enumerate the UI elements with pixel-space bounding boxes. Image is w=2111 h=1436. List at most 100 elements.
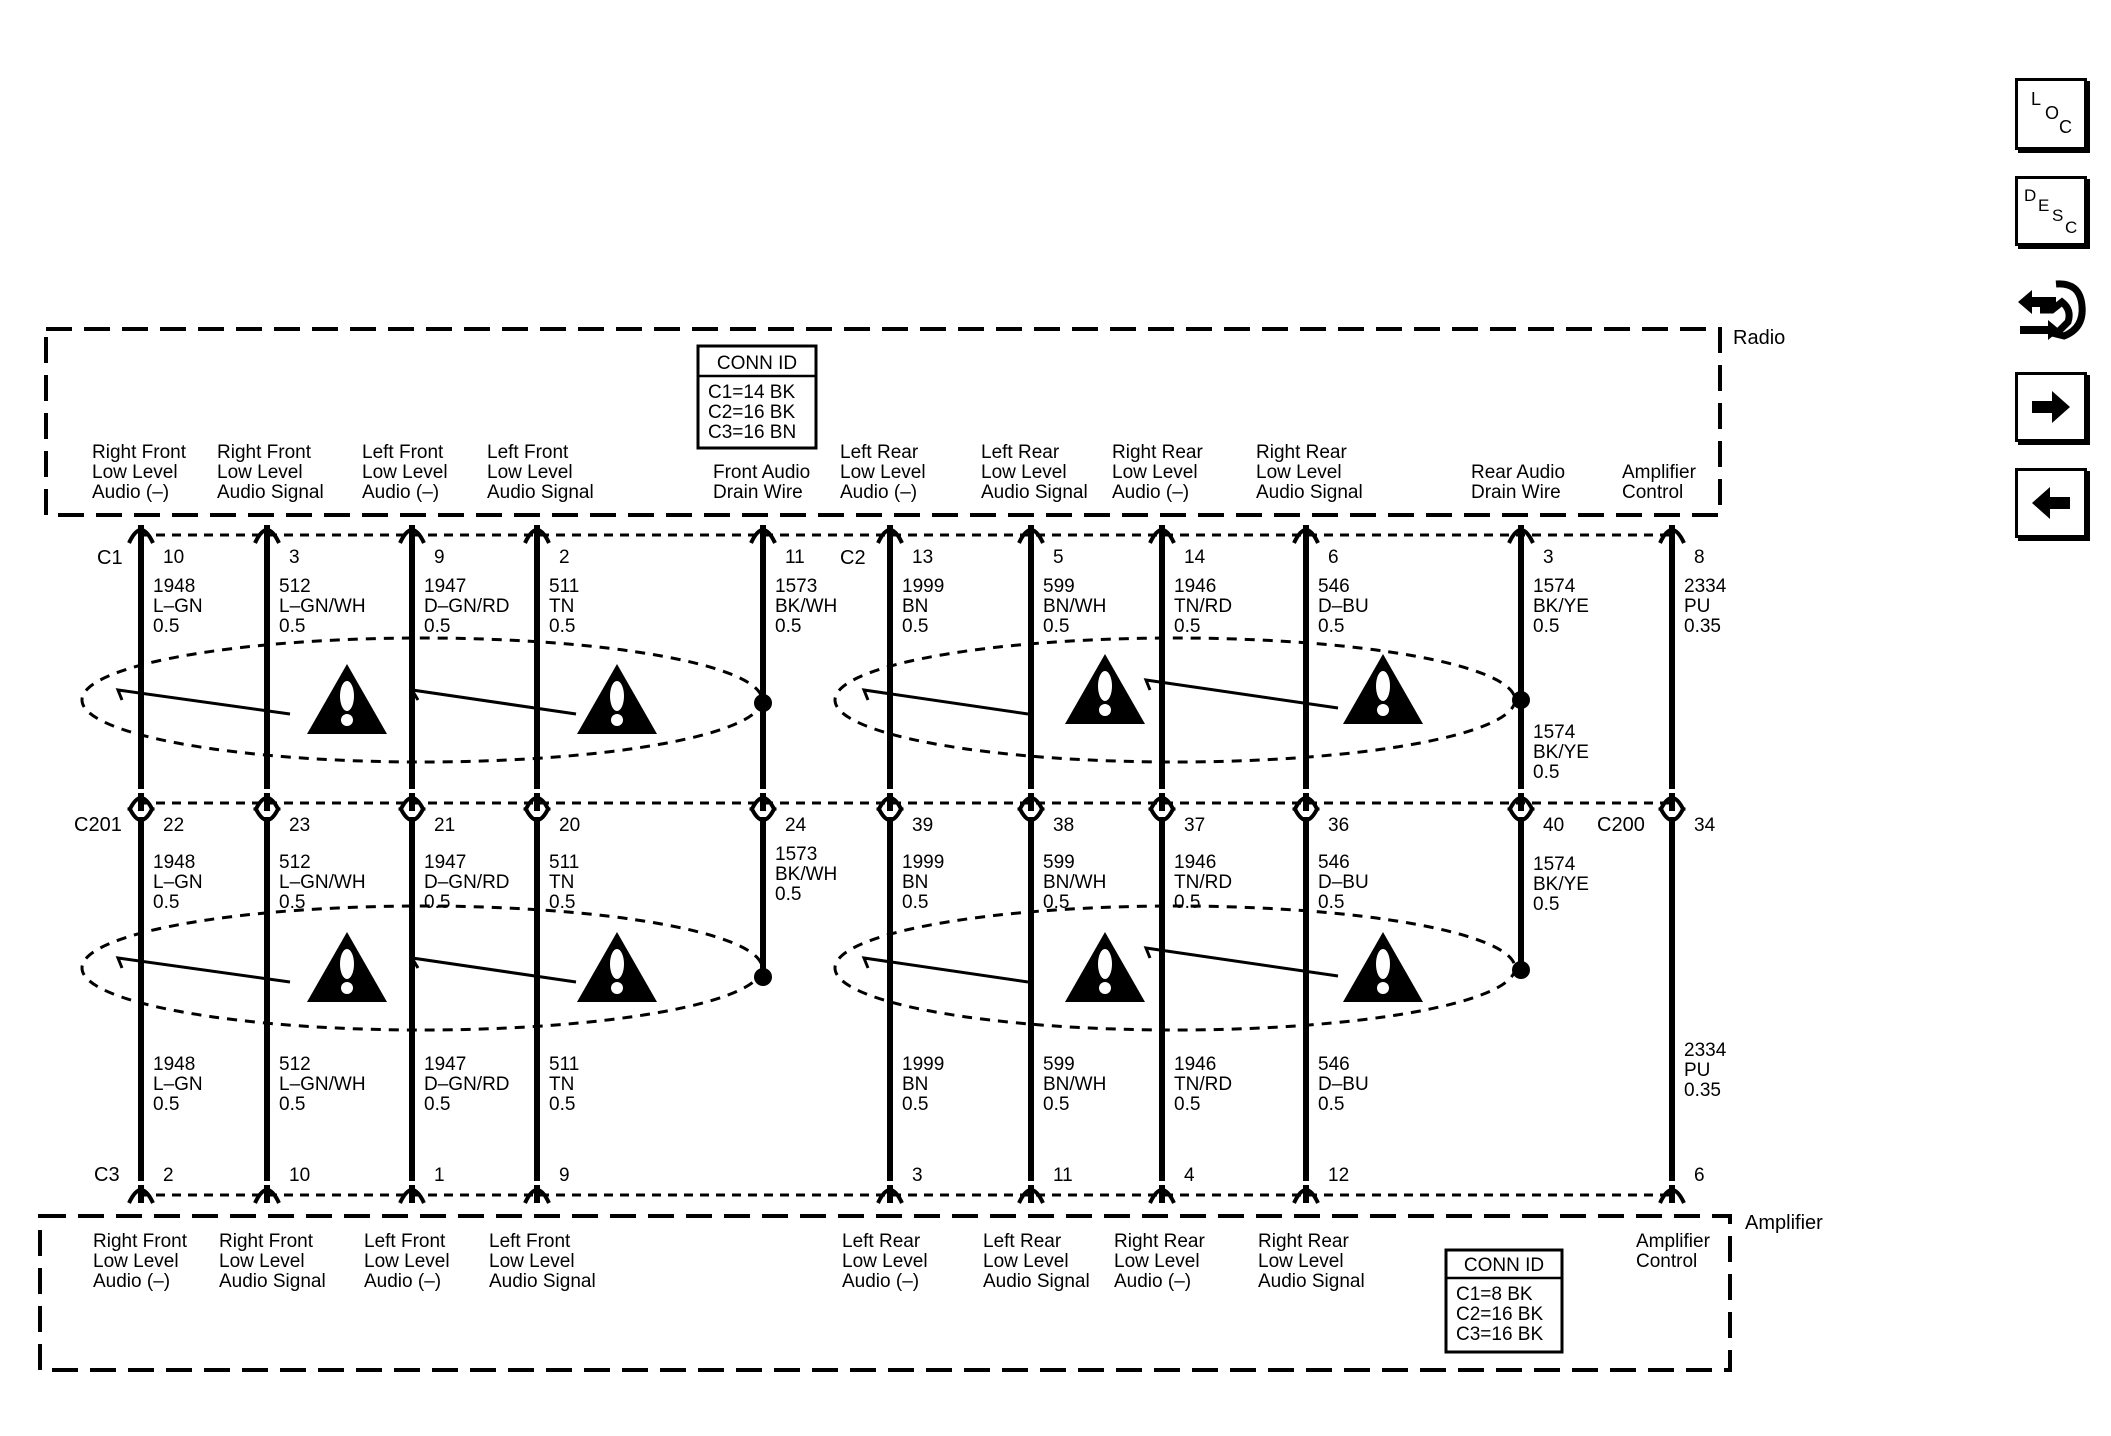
connector-c200-label: C200 (1597, 814, 1645, 836)
next-arrow-button[interactable] (2015, 372, 2087, 442)
prev-arrow-button[interactable] (2015, 468, 2087, 538)
circuit-number: 1573 (775, 576, 817, 597)
amp-conn-id-box: CONN ID C1=8 BK C2=16 BK C3=16 BK (1444, 1248, 1564, 1354)
circuit-number: 546 (1318, 1054, 1350, 1075)
amp-pin-label: Audio Signal (983, 1271, 1090, 1292)
radio-pin-label: Drain Wire (713, 482, 803, 503)
radio-conn-id-line: C2=16 BK (708, 402, 795, 423)
amp-pin-label: Low Level (489, 1251, 575, 1272)
wire-color: BK/WH (775, 596, 837, 617)
wire-gauge: 0.5 (153, 1094, 179, 1115)
amp-pin-label: Low Level (1258, 1251, 1344, 1272)
pin-number: 23 (289, 815, 310, 836)
radio-pin-label: Left Rear (840, 442, 919, 463)
wire-color: L–GN/WH (279, 1074, 366, 1095)
amp-conn-id-line: C2=16 BK (1456, 1304, 1543, 1325)
circuit-number: 511 (549, 1054, 579, 1075)
pin-number: 10 (289, 1165, 310, 1186)
circuit-number: 546 (1318, 852, 1350, 873)
splice-dot (1512, 961, 1530, 979)
pin-number: 11 (785, 547, 805, 568)
wire-gauge: 0.5 (153, 616, 179, 637)
wire-color: D–BU (1318, 1074, 1369, 1095)
circuit-number: 1946 (1174, 576, 1216, 597)
circuit-number: 1946 (1174, 1054, 1216, 1075)
splice-dot (1512, 691, 1530, 709)
loc-button[interactable]: L O C (2015, 78, 2087, 150)
circuit-number: 1946 (1174, 852, 1216, 873)
wire-gauge: 0.5 (1043, 1094, 1069, 1115)
connector-c1-label: C1 (97, 547, 123, 569)
radio-pin-label: Front Audio (713, 462, 810, 483)
pin-number: 10 (163, 547, 184, 568)
radio-conn-id-line: C1=14 BK (708, 382, 795, 403)
amp-pin-label: Low Level (1114, 1251, 1200, 1272)
amplifier-module: Amplifier CONN ID C1=8 BK C2=16 BK C3=16… (38, 1212, 1823, 1372)
radio-pin-label: Amplifier (1622, 462, 1697, 483)
amp-pin-label: Audio Signal (489, 1271, 596, 1292)
warning-icon (577, 664, 657, 734)
radio-module: Radio CONN ID C1=14 BK C2=16 BK C3=16 BN (44, 327, 1785, 517)
wire-color: BN/WH (1043, 1074, 1106, 1095)
circuit-number: 1574 (1533, 722, 1576, 743)
wire-color: BN (902, 1074, 928, 1095)
amp-pin-label: Right Rear (1114, 1231, 1205, 1252)
pin-number: 5 (1053, 547, 1064, 568)
amplifier-label: Amplifier (1745, 1212, 1823, 1234)
wire-gauge: 0.5 (1043, 616, 1069, 637)
wire-color: TN/RD (1174, 1074, 1232, 1095)
connector-terminal (1292, 806, 1320, 822)
radio-pin-label: Left Front (362, 442, 444, 463)
wire-gauge: 0.5 (775, 616, 801, 637)
pin-number: 21 (434, 815, 455, 836)
radio-pin-label: Drain Wire (1471, 482, 1561, 503)
wire-color: BK/YE (1533, 874, 1589, 895)
wire-gauge: 0.5 (1043, 892, 1069, 913)
wrench-icon[interactable] (2012, 276, 2092, 348)
wire-gauge: 0.5 (1318, 616, 1344, 637)
wire-gauge: 0.5 (902, 892, 928, 913)
radio-conn-id-box: CONN ID C1=14 BK C2=16 BK C3=16 BN (696, 344, 818, 450)
wire-gauge: 0.5 (279, 1094, 305, 1115)
amp-pin-label: Left Rear (842, 1231, 921, 1252)
pin-number: 38 (1053, 815, 1074, 836)
circuit-number: 2334 (1684, 1040, 1727, 1061)
radio-pin-label: Low Level (217, 462, 303, 483)
circuit-number: 512 (279, 852, 311, 873)
wire-color: L–GN (153, 596, 203, 617)
radio-pin-label: Low Level (981, 462, 1067, 483)
radio-pin-label: Low Level (1256, 462, 1342, 483)
circuit-number: 1947 (424, 852, 466, 873)
pin-number: 20 (559, 815, 580, 836)
amp-pin-label: Low Level (842, 1251, 928, 1272)
splice-dot (754, 968, 772, 986)
wire-gauge: 0.5 (902, 1094, 928, 1115)
connector-c2-label: C2 (840, 547, 866, 569)
pin-number: 22 (163, 815, 184, 836)
desc-button[interactable]: D E S C (2015, 176, 2087, 246)
wire-gauge: 0.5 (1174, 892, 1200, 913)
connector-terminal (127, 806, 155, 822)
wire-color: PU (1684, 596, 1710, 617)
amp-pin-label: Audio (–) (93, 1271, 170, 1292)
wire-color: TN (549, 596, 574, 617)
connector-terminal (253, 806, 281, 822)
amp-pin-label: Audio Signal (1258, 1271, 1365, 1292)
wire-color: BN (902, 596, 928, 617)
pin-number: 2 (163, 1165, 174, 1186)
amp-conn-id-line: C3=16 BK (1456, 1324, 1543, 1345)
amp-pin-label: Left Front (489, 1231, 571, 1252)
desc-letter: D (2024, 186, 2036, 205)
pin-number: 6 (1694, 1165, 1705, 1186)
wire-gauge: 0.5 (1533, 616, 1559, 637)
wire-color: BK/WH (775, 864, 837, 885)
circuit-number: 1573 (775, 844, 817, 865)
wire-color: L–GN/WH (279, 872, 366, 893)
wire-gauge: 0.35 (1684, 616, 1721, 637)
wire-color: D–GN/RD (424, 1074, 510, 1095)
